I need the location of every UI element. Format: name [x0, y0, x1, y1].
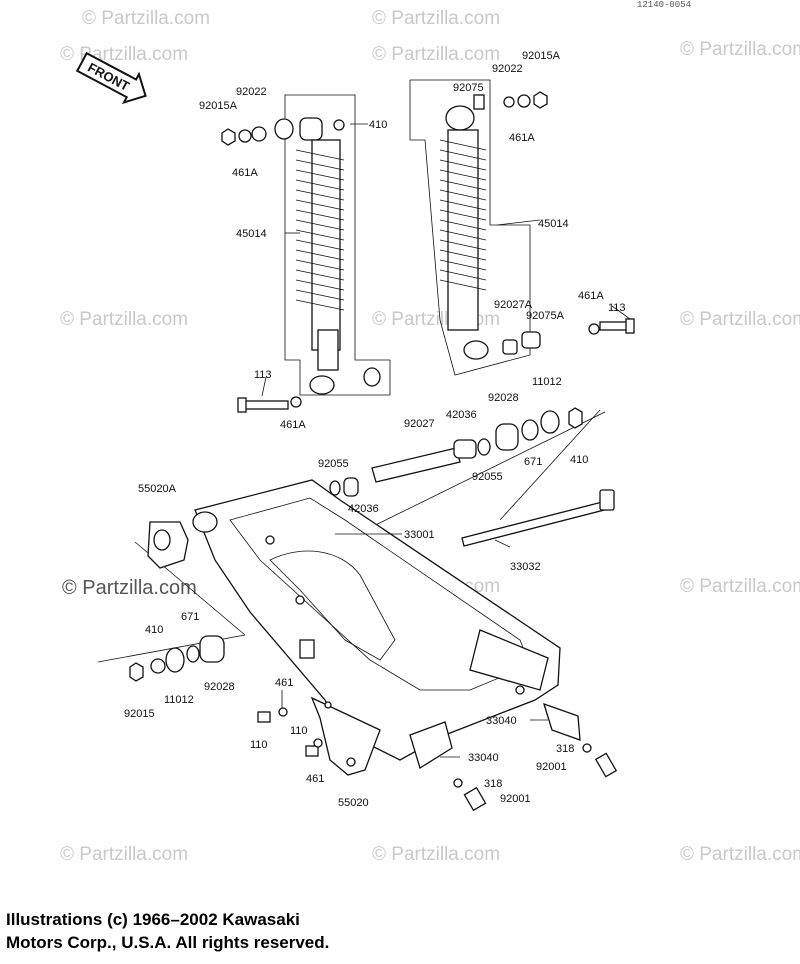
part-label: 45014	[236, 228, 267, 240]
watermark: © Partzilla.com	[680, 576, 800, 597]
part-label: 92022	[492, 63, 523, 75]
left-shock-absorber	[274, 117, 381, 395]
part-label: 92001	[536, 761, 567, 773]
part-label: 110	[250, 739, 268, 751]
watermark: © Partzilla.com	[680, 844, 800, 865]
part-label: 92028	[204, 681, 235, 693]
pivot-parts-lower	[129, 635, 225, 682]
diagram-ref-code: 12140-0054	[637, 0, 691, 10]
watermark: © Partzilla.com	[60, 309, 188, 330]
part-label: 33040	[486, 715, 517, 727]
pivot-bolt	[461, 489, 615, 547]
part-label: 113	[608, 302, 626, 314]
part-label: 461	[275, 677, 293, 689]
part-label: 318	[556, 743, 574, 755]
bottom-hardware	[257, 702, 618, 812]
part-label: 33040	[468, 752, 499, 764]
part-label: 410	[369, 119, 387, 131]
part-label: 92027	[404, 418, 435, 430]
part-label: 92075A	[526, 310, 565, 322]
part-label: 110	[290, 725, 308, 737]
part-label: 33001	[404, 529, 435, 541]
part-label: 92075	[453, 82, 484, 94]
part-label: 45014	[538, 218, 569, 230]
watermark: © Partzilla.com	[82, 8, 210, 29]
watermark: © Partzilla.com	[680, 39, 800, 60]
bracket-55020A	[147, 521, 189, 569]
part-label: 318	[484, 778, 502, 790]
part-label: 55020	[338, 797, 369, 809]
part-label: 461A	[509, 132, 535, 144]
part-label: 42036	[348, 503, 379, 515]
part-label: 92001	[500, 793, 531, 805]
part-label: 92022	[236, 86, 267, 98]
part-label: 461	[306, 773, 324, 785]
part-label: 92015A	[522, 50, 561, 62]
part-label: 461A	[578, 290, 604, 302]
part-label: 92055	[472, 471, 503, 483]
watermark: © Partzilla.com	[60, 844, 188, 865]
part-label: 11012	[532, 376, 562, 388]
part-label: 11012	[164, 694, 194, 706]
part-label: 410	[570, 454, 588, 466]
part-label: 92028	[488, 392, 519, 404]
watermark: © Partzilla.com	[680, 309, 800, 330]
right-shock-outline	[409, 79, 531, 376]
part-label: 671	[524, 456, 542, 468]
part-label: 92055	[318, 458, 349, 470]
part-label: 671	[181, 611, 199, 623]
swingarm-parts-diagram: 12140-0054 © Partzilla.com © Partzilla.c…	[60, 0, 800, 865]
watermark: © Partzilla.com	[372, 8, 500, 29]
part-label: 33032	[510, 561, 541, 573]
right-shock-absorber	[439, 105, 489, 360]
part-labels: 92015A 92022 461A 410 45014 113 461A 920…	[124, 50, 626, 809]
part-label: 410	[145, 624, 163, 636]
pivot-axis-line-right	[499, 409, 601, 521]
left-shock-outline	[284, 94, 391, 396]
watermark: © Partzilla.com	[372, 844, 500, 865]
copyright-line-1: Illustrations (c) 1966–2002 Kawasaki	[6, 910, 300, 929]
part-label: 42036	[446, 409, 477, 421]
pivot-parts-upper	[329, 407, 583, 497]
watermark: © Partzilla.com	[372, 44, 500, 65]
part-label: 92015	[124, 708, 155, 720]
part-label: 461A	[280, 419, 306, 431]
watermark-dark: © Partzilla.com	[62, 577, 197, 599]
copyright-notice: Illustrations (c) 1966–2002 Kawasaki Mot…	[6, 908, 786, 954]
part-label: 92015A	[199, 100, 238, 112]
part-label: 92027A	[494, 299, 533, 311]
left-shock-hardware	[221, 119, 345, 413]
part-label: 113	[254, 369, 272, 381]
copyright-line-2: Motors Corp., U.S.A. All rights reserved…	[6, 933, 330, 952]
part-label: 461A	[232, 167, 258, 179]
leader-lines	[261, 123, 631, 758]
part-label: 55020A	[138, 483, 177, 495]
watermark: © Partzilla.com	[372, 309, 500, 330]
right-shock-hardware	[473, 91, 635, 355]
bracket-55020	[310, 696, 381, 776]
watermark: © Partzilla.com	[60, 44, 188, 65]
